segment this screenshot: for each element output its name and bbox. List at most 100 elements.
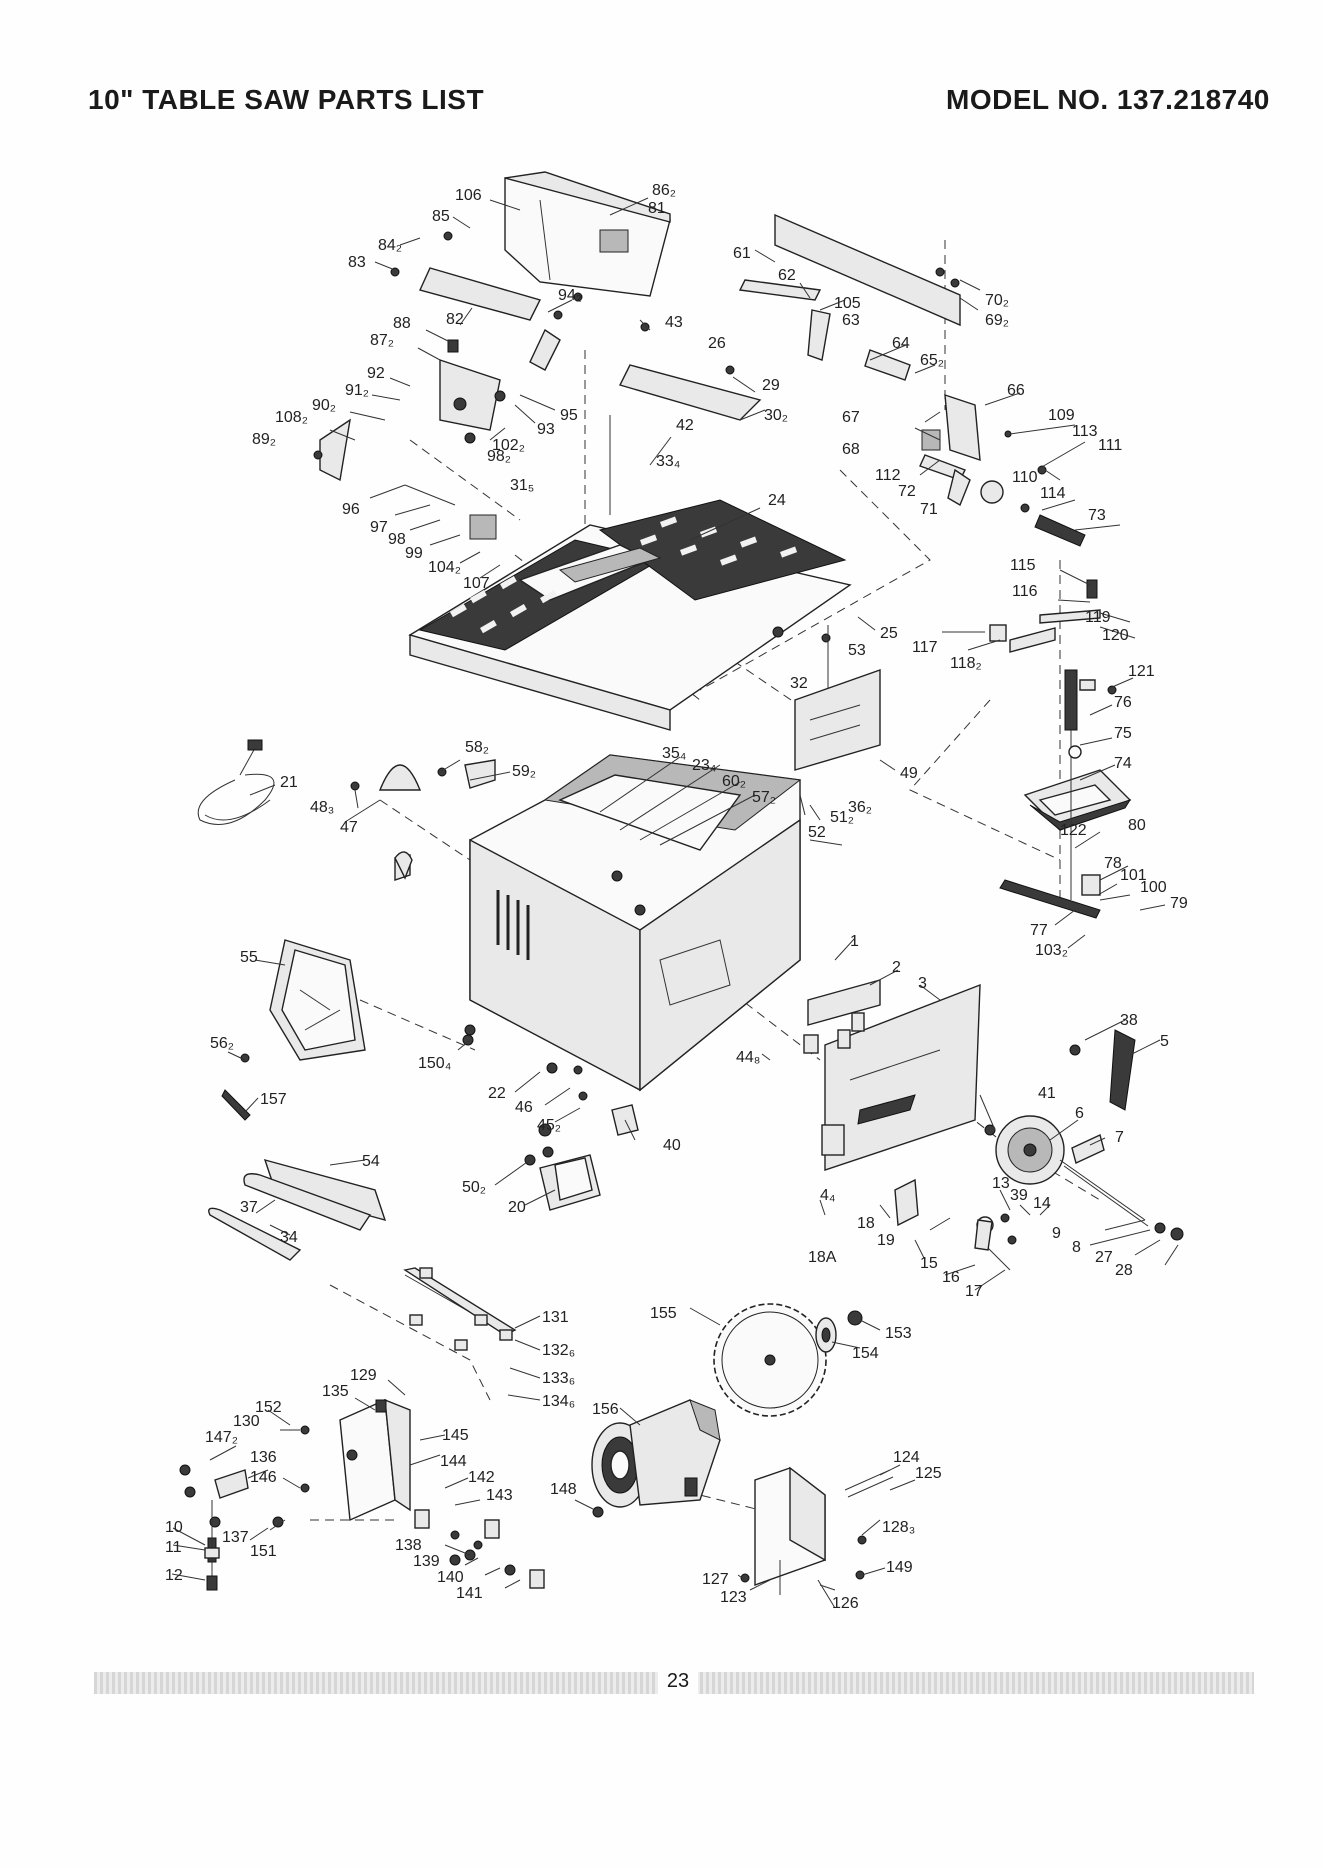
callout-52: 52 (808, 824, 826, 841)
callout-156: 156 (592, 1401, 619, 1418)
callout-25: 25 (880, 625, 898, 642)
callout-2: 2 (892, 959, 901, 976)
callout-46: 46 (515, 1099, 533, 1116)
callout-155: 155 (650, 1305, 677, 1322)
callout-136: 136 (250, 1449, 277, 1466)
callout-49: 49 (900, 765, 918, 782)
callout-103-2: 103₂ (1035, 942, 1068, 959)
callout-41: 41 (1038, 1085, 1056, 1102)
callout-leader-lines (171, 197, 1179, 1591)
callout-15: 15 (920, 1255, 938, 1272)
callout-17: 17 (965, 1283, 983, 1300)
callout-143: 143 (486, 1487, 513, 1504)
callout-84-2: 84₂ (378, 237, 402, 254)
callout-5: 5 (1160, 1033, 1169, 1050)
callout-58-2: 58₂ (465, 739, 489, 756)
callout-1: 1 (850, 933, 859, 950)
callout-77: 77 (1030, 922, 1048, 939)
callout-20: 20 (508, 1199, 526, 1216)
trunnion-assembly (794, 669, 1184, 1271)
callout-153: 153 (885, 1325, 912, 1342)
switch-and-motor-mount (462, 1034, 639, 1211)
callout-145: 145 (442, 1427, 469, 1444)
callout-116: 116 (1012, 583, 1038, 600)
callout-99: 99 (405, 545, 423, 562)
callout-10: 10 (165, 1519, 183, 1536)
callout-14: 14 (1033, 1195, 1051, 1212)
callout-105: 105 (834, 295, 861, 312)
callout-91-2: 91₂ (345, 382, 369, 399)
callout-88: 88 (393, 315, 411, 332)
callout-90-2: 90₂ (312, 397, 336, 414)
callout-62: 62 (778, 267, 796, 284)
callout-32: 32 (790, 675, 808, 692)
callout-137: 137 (222, 1529, 249, 1546)
callout-80: 80 (1128, 817, 1146, 834)
callout-64: 64 (892, 335, 910, 352)
callout-12: 12 (165, 1567, 183, 1584)
callout-100: 100 (1140, 879, 1167, 896)
callout-141: 141 (456, 1585, 483, 1602)
callout-69-2: 69₂ (985, 312, 1009, 329)
callout-152: 152 (255, 1399, 282, 1416)
callout-35-4: 35₄ (662, 745, 686, 762)
callout-120: 120 (1102, 627, 1129, 644)
callout-123: 123 (720, 1589, 747, 1606)
callout-142: 142 (468, 1469, 495, 1486)
callout-47: 47 (340, 819, 358, 836)
part-number-callouts: 106 86₂ 81 85 84₂ 83 94₂ 82 88 87₂ 92 91… (165, 182, 1188, 1612)
callout-36-2: 36₂ (848, 799, 872, 816)
callout-63: 63 (842, 312, 860, 329)
table-top (408, 322, 852, 731)
callout-132-6: 132₆ (542, 1342, 575, 1359)
callout-37: 37 (240, 1199, 258, 1216)
callout-76: 76 (1114, 694, 1132, 711)
callout-89-2: 89₂ (252, 431, 276, 448)
callout-131: 131 (542, 1309, 569, 1326)
callout-109: 109 (1048, 407, 1075, 424)
callout-101: 101 (1120, 867, 1147, 884)
callout-124: 124 (893, 1449, 920, 1466)
page-title: 10" TABLE SAW PARTS LIST (88, 84, 485, 115)
callout-54: 54 (362, 1153, 380, 1170)
callout-4-4: 4₄ (820, 1187, 835, 1204)
callout-118-2: 118₂ (950, 655, 982, 672)
callout-128-3: 128₃ (882, 1519, 915, 1536)
callout-150-4: 150₄ (418, 1055, 451, 1072)
model-number: MODEL NO. 137.218740 (946, 84, 1270, 115)
callout-147-2: 147₂ (205, 1429, 238, 1446)
callout-38: 38 (1120, 1012, 1138, 1029)
callout-146: 146 (250, 1469, 277, 1486)
callout-81: 81 (648, 200, 666, 217)
callout-53: 53 (848, 642, 866, 659)
callout-151: 151 (250, 1543, 277, 1560)
callout-112: 112 (875, 467, 901, 484)
callout-85: 85 (432, 208, 450, 225)
callout-108-2: 108₂ (275, 409, 308, 426)
callout-13: 13 (992, 1175, 1010, 1192)
callout-96: 96 (342, 501, 360, 518)
callout-67: 67 (842, 409, 860, 426)
callout-51-2: 51₂ (830, 809, 854, 826)
callout-140: 140 (437, 1569, 464, 1586)
callout-82: 82 (446, 311, 464, 328)
callout-139: 139 (413, 1553, 440, 1570)
callout-44-8: 44₈ (736, 1049, 760, 1066)
callout-157: 157 (260, 1091, 287, 1108)
callout-40: 40 (663, 1137, 681, 1154)
callout-33-4: 33₄ (656, 453, 680, 470)
callout-87-2: 87₂ (370, 332, 394, 349)
callout-68: 68 (842, 441, 860, 458)
callout-11: 11 (165, 1539, 182, 1556)
callout-148: 148 (550, 1481, 577, 1498)
callout-127: 127 (702, 1571, 729, 1588)
callout-29: 29 (762, 377, 780, 394)
callout-3: 3 (918, 975, 927, 992)
callout-45-2: 45₂ (537, 1117, 561, 1134)
callout-93: 93 (537, 421, 555, 438)
callout-59-2: 59₂ (512, 763, 536, 780)
callout-21: 21 (280, 774, 298, 791)
callout-113: 113 (1072, 423, 1098, 440)
callout-8: 8 (1072, 1239, 1081, 1256)
callout-149: 149 (886, 1559, 913, 1576)
